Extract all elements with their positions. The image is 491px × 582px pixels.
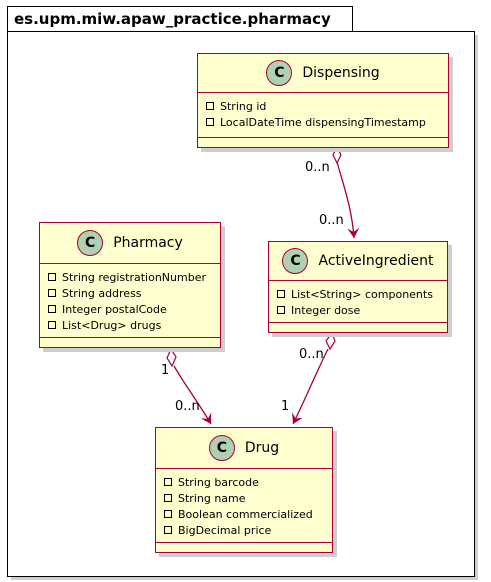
attribute-row: String registrationNumber bbox=[48, 269, 216, 285]
class-name: ActiveIngredient bbox=[318, 253, 434, 269]
class-divider bbox=[198, 92, 448, 93]
attribute-row: Boolean commercialized bbox=[164, 506, 328, 522]
private-visibility-icon bbox=[164, 526, 172, 534]
class-divider bbox=[156, 542, 332, 543]
package-shadow bbox=[11, 577, 478, 580]
class-name: Drug bbox=[244, 440, 280, 456]
class-header: C Pharmacy bbox=[40, 223, 220, 263]
multiplicity-drug-side: 0..n bbox=[175, 399, 200, 414]
attribute-row: List<Drug> drugs bbox=[48, 317, 216, 333]
edge-activeingredient-drug bbox=[292, 331, 336, 425]
private-visibility-icon bbox=[164, 478, 172, 486]
aggregation-diamond bbox=[325, 331, 336, 351]
attribute-row: LocalDateTime dispensingTimestamp bbox=[206, 114, 444, 130]
class-divider bbox=[156, 468, 332, 469]
private-visibility-icon bbox=[48, 289, 56, 297]
class-divider bbox=[40, 337, 220, 338]
attribute-list: String barcode String name Boolean comme… bbox=[164, 474, 328, 538]
attribute-row: BigDecimal price bbox=[164, 522, 328, 538]
multiplicity-drug-side: 1 bbox=[281, 399, 290, 414]
attribute-row: String id bbox=[206, 98, 444, 114]
class-stereotype-icon: C bbox=[282, 248, 309, 274]
attribute-list: String registrationNumber String address… bbox=[48, 269, 216, 333]
edge-pharmacy-drug bbox=[166, 347, 212, 425]
private-visibility-icon bbox=[48, 305, 56, 313]
multiplicity-activeingredient-side: 0..n bbox=[299, 347, 324, 362]
attribute-row: Integer dose bbox=[277, 302, 443, 318]
aggregation-diamond bbox=[166, 347, 177, 368]
class-header: C Dispensing bbox=[198, 54, 448, 92]
class-header: C Drug bbox=[156, 428, 332, 468]
class-stereotype-icon: C bbox=[77, 230, 104, 256]
multiplicity-pharmacy-side: 1 bbox=[161, 363, 170, 378]
class-name: Pharmacy bbox=[113, 235, 183, 251]
multiplicity-dispensing-side: 0..n bbox=[305, 160, 330, 175]
class-stereotype-icon: C bbox=[266, 60, 293, 86]
package-name: es.upm.miw.apaw_practice.pharmacy bbox=[14, 10, 331, 28]
package-shadow bbox=[475, 35, 478, 580]
private-visibility-icon bbox=[48, 321, 56, 329]
class-divider bbox=[269, 322, 447, 323]
class-activeingredient[interactable]: C ActiveIngredient List<String> componen… bbox=[268, 241, 448, 333]
class-name: Dispensing bbox=[302, 65, 380, 81]
private-visibility-icon bbox=[206, 102, 214, 110]
attribute-row: List<String> components bbox=[277, 286, 443, 302]
class-divider bbox=[198, 137, 448, 138]
class-dispensing[interactable]: C Dispensing String id LocalDateTime dis… bbox=[197, 53, 449, 148]
class-header: C ActiveIngredient bbox=[269, 242, 447, 280]
attribute-row: String barcode bbox=[164, 474, 328, 490]
private-visibility-icon bbox=[277, 290, 285, 298]
private-visibility-icon bbox=[48, 273, 56, 281]
attribute-list: String id LocalDateTime dispensingTimest… bbox=[206, 98, 444, 130]
private-visibility-icon bbox=[164, 510, 172, 518]
private-visibility-icon bbox=[277, 306, 285, 314]
class-divider bbox=[40, 263, 220, 264]
package-tab bbox=[7, 6, 353, 32]
attribute-row: String address bbox=[48, 285, 216, 301]
class-divider bbox=[269, 280, 447, 281]
attribute-row: String name bbox=[164, 490, 328, 506]
private-visibility-icon bbox=[206, 118, 214, 126]
private-visibility-icon bbox=[164, 494, 172, 502]
multiplicity-activeingredient-side: 0..n bbox=[319, 213, 344, 228]
attribute-row: Integer postalCode bbox=[48, 301, 216, 317]
class-drug[interactable]: C Drug String barcode String name Boolea… bbox=[155, 427, 333, 553]
class-pharmacy[interactable]: C Pharmacy String registrationNumber Str… bbox=[39, 222, 221, 348]
class-stereotype-icon: C bbox=[208, 435, 235, 461]
attribute-list: List<String> components Integer dose bbox=[277, 286, 443, 318]
